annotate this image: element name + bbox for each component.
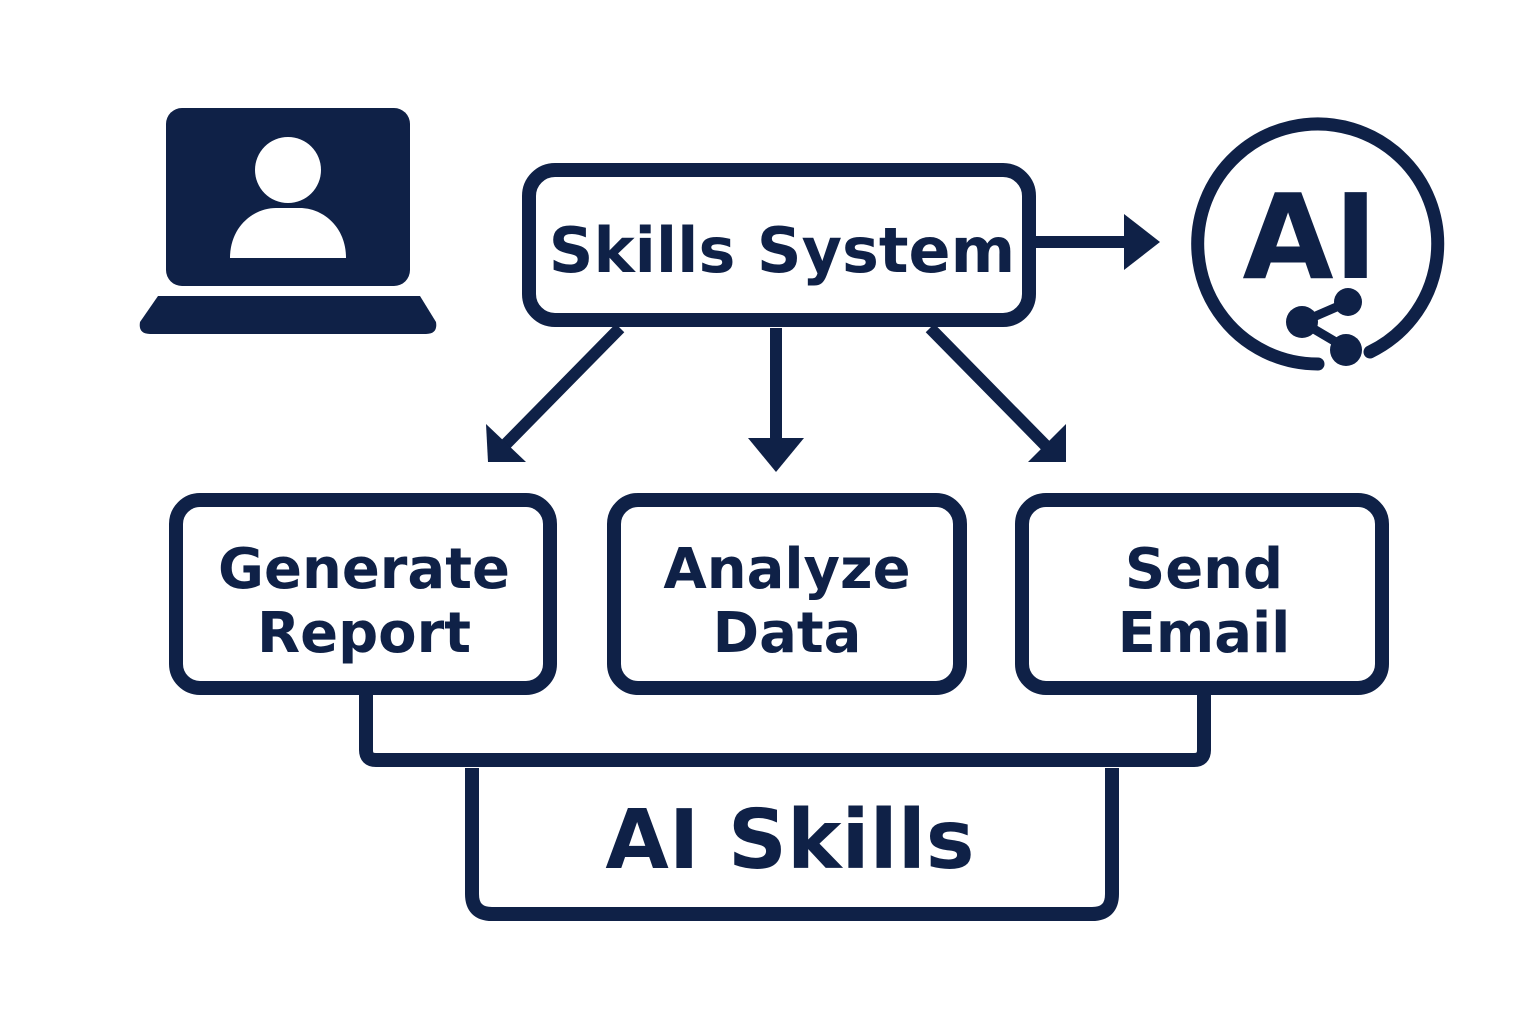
skill-node-send-email: Send Email: [1015, 493, 1389, 695]
arrow-to-send-email-head: [1028, 424, 1066, 462]
share-nodes-icon: [1286, 288, 1362, 366]
ai-skills-node: AI Skills: [465, 768, 1119, 921]
laptop-base: [139, 296, 437, 334]
ai-badge-label: AI: [1242, 168, 1377, 306]
analyze-data-box: [607, 493, 967, 695]
skills-system-node: Skills System: [522, 163, 1036, 327]
generate-report-box: [169, 493, 557, 695]
user-body-icon: [230, 208, 346, 258]
send-email-box: [1015, 493, 1389, 695]
generate-report-label-line2: Report: [257, 601, 471, 666]
arrow-to-analyze-data-head: [748, 438, 804, 472]
ai-share-icon: AI: [1191, 117, 1445, 371]
skills-system-label: Skills System: [549, 214, 1015, 287]
ai-badge-ring: [1191, 117, 1445, 371]
skill-node-generate-report: Generate Report: [169, 493, 557, 695]
generate-report-label-line1: Generate: [218, 537, 510, 602]
ai-skills-box: [465, 768, 1119, 921]
branch-arrows: [486, 323, 1066, 472]
arrow-to-ai-head: [1124, 214, 1160, 270]
arrow-to-generate-report: [501, 323, 625, 449]
arrow-to-generate-report-head: [486, 424, 526, 462]
analyze-data-label-line2: Data: [713, 601, 862, 666]
laptop-user-icon: [139, 108, 437, 334]
arrow-to-send-email: [925, 323, 1051, 451]
skills-system-box: [522, 163, 1036, 327]
user-head-icon: [255, 137, 321, 203]
skills-connector: [359, 690, 1211, 767]
ai-skills-label: AI Skills: [605, 793, 974, 888]
skill-node-analyze-data: Analyze Data: [607, 493, 967, 695]
send-email-label-line2: Email: [1118, 601, 1291, 666]
send-email-label-line1: Send: [1125, 537, 1283, 602]
analyze-data-label-line1: Analyze: [663, 537, 910, 602]
